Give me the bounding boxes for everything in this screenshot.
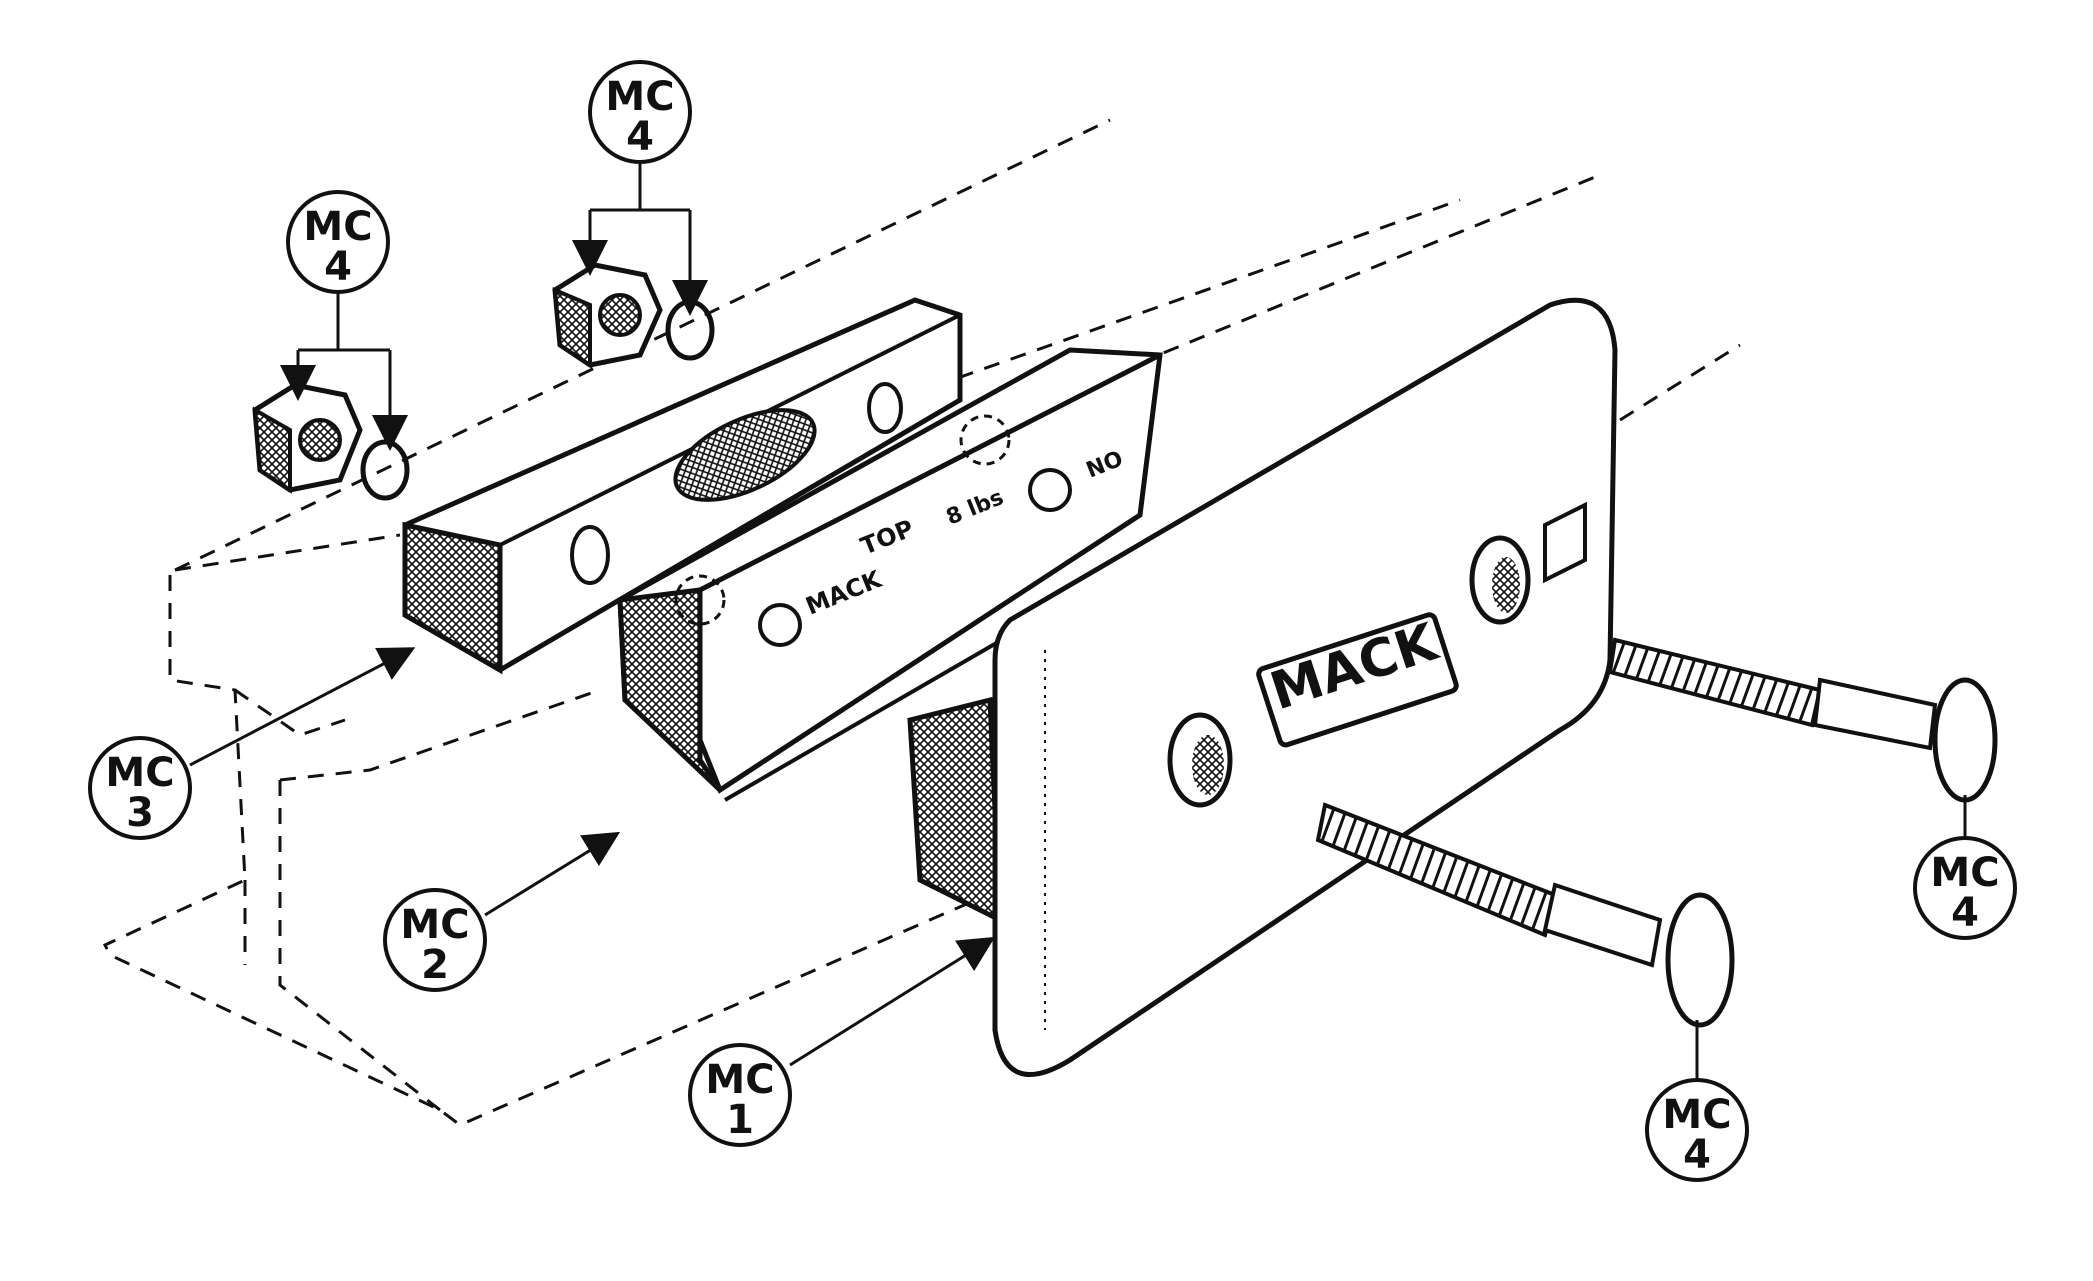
rear-jaw-bar bbox=[402, 297, 963, 675]
svg-text:MC: MC bbox=[105, 750, 174, 796]
callout-mc4-bolt-back: MC 4 bbox=[1913, 836, 2017, 940]
svg-text:2: 2 bbox=[421, 942, 449, 988]
svg-text:1: 1 bbox=[726, 1097, 754, 1143]
callout-mc4-bolt-front: MC 4 bbox=[1645, 1078, 1749, 1182]
callout-mc4-upper: MC 4 bbox=[588, 60, 692, 164]
svg-text:MC: MC bbox=[1930, 850, 1999, 896]
svg-text:MC: MC bbox=[605, 74, 674, 120]
svg-text:4: 4 bbox=[324, 244, 352, 290]
nut-left bbox=[252, 382, 363, 494]
svg-text:MC: MC bbox=[705, 1057, 774, 1103]
leader-lines bbox=[189, 148, 1967, 1085]
svg-text:3: 3 bbox=[126, 790, 154, 836]
jaw-angle: MACK TOP 8 lbs NO bbox=[617, 347, 1163, 802]
svg-text:4: 4 bbox=[626, 114, 654, 160]
callout-mc4-left: MC 4 bbox=[286, 190, 390, 294]
callout-mc2: MC 2 bbox=[383, 888, 487, 992]
svg-text:4: 4 bbox=[1683, 1132, 1711, 1178]
svg-text:4: 4 bbox=[1951, 890, 1979, 936]
callout-mc1: MC 1 bbox=[688, 1043, 792, 1147]
bolt-front bbox=[1315, 802, 1735, 1028]
svg-text:MC: MC bbox=[400, 902, 469, 948]
callout-mc3: MC 3 bbox=[88, 736, 192, 840]
nut-upper bbox=[552, 262, 663, 369]
washer-upper bbox=[665, 299, 715, 361]
svg-text:MC: MC bbox=[303, 204, 372, 250]
bolt-back bbox=[1607, 637, 1998, 803]
front-jaw-block bbox=[907, 696, 1003, 925]
svg-text:MC: MC bbox=[1662, 1092, 1731, 1138]
front-plate: MACK bbox=[992, 297, 1618, 1077]
